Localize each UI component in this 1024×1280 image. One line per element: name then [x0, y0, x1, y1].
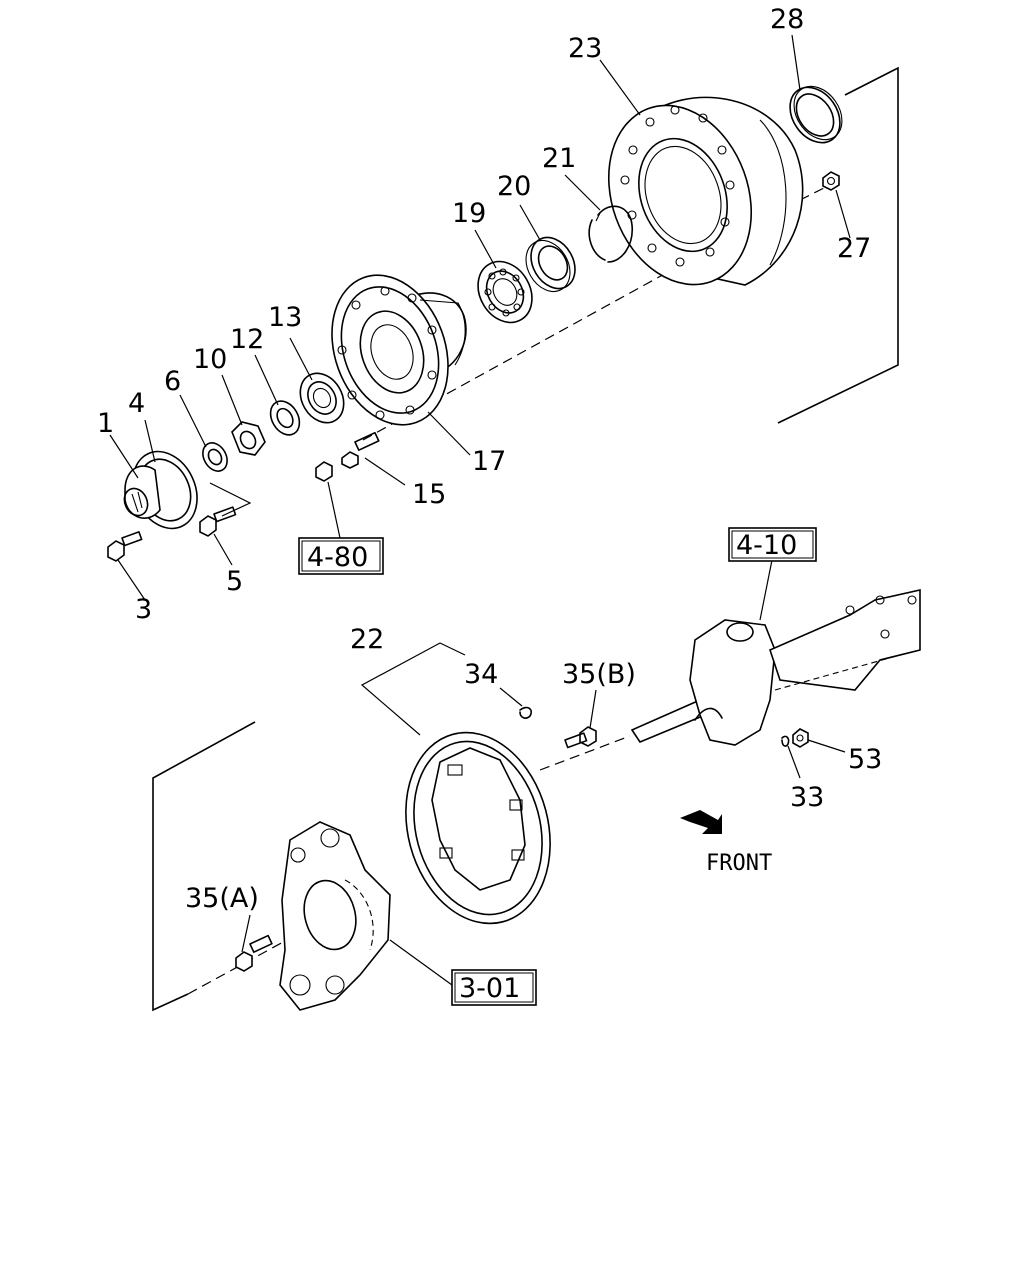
- lower-axis-line: [187, 735, 631, 995]
- inner-bearing: [299, 372, 345, 424]
- ref-label-4-10: 4-10: [736, 530, 797, 561]
- hub-bolt-nut: [315, 461, 333, 482]
- callout-28: 28: [770, 4, 804, 35]
- outer-seal-ring: [789, 85, 843, 144]
- clip: [519, 706, 533, 719]
- outer-bearing: [477, 260, 533, 324]
- callout-12: 12: [230, 324, 264, 355]
- callout-10: 10: [193, 344, 227, 375]
- bolt-35a: [235, 934, 273, 972]
- ref-box-4-10[interactable]: 4-10: [728, 527, 817, 562]
- callout-1: 1: [97, 408, 114, 439]
- backing-plate-bracket: [360, 642, 466, 736]
- callout-6: 6: [164, 366, 181, 397]
- callout-27: 27: [837, 233, 871, 264]
- hub-cap: [123, 450, 198, 530]
- hub-nut: [231, 421, 266, 456]
- ref-box-4-80[interactable]: 4-80: [298, 537, 384, 575]
- knuckle-washer: [781, 735, 790, 747]
- callout-33: 33: [790, 782, 824, 813]
- washer: [269, 400, 301, 436]
- ref-box-3-01[interactable]: 3-01: [451, 969, 537, 1006]
- knuckle-nut: [792, 728, 809, 748]
- callout-53: 53: [848, 744, 882, 775]
- callout-20: 20: [497, 171, 531, 202]
- anchor-bracket: [279, 821, 391, 1011]
- callout-34: 34: [464, 659, 498, 690]
- washer-bracket: [209, 482, 252, 517]
- leader-lines: [109, 34, 851, 986]
- bearing-cup: [525, 236, 576, 292]
- brake-backing-plate: [405, 731, 551, 925]
- callout-22: 22: [350, 624, 384, 655]
- cap-bolt-3: [107, 531, 143, 562]
- wheel-hub: [331, 274, 467, 426]
- ref-label-3-01: 3-01: [459, 973, 520, 1004]
- front-arrow: [680, 810, 722, 834]
- bolt-35b: [564, 726, 597, 749]
- callout-35a: 35(A): [185, 883, 259, 914]
- callout-5: 5: [226, 566, 243, 597]
- callout-15: 15: [412, 479, 446, 510]
- lock-washer: [202, 442, 228, 472]
- cap-bolt-5: [199, 506, 237, 537]
- lower-group-bracket: [152, 721, 256, 1012]
- upper-group-bracket: [777, 66, 899, 424]
- callout-3: 3: [135, 594, 152, 625]
- brake-drum: [607, 96, 804, 286]
- callout-17: 17: [472, 446, 506, 477]
- callout-13: 13: [268, 302, 302, 333]
- snap-ring: [588, 205, 633, 263]
- callout-4: 4: [128, 388, 145, 419]
- drum-nut: [822, 171, 840, 191]
- steering-knuckle: [630, 589, 921, 746]
- hub-bolt: [341, 431, 380, 469]
- callout-19: 19: [452, 198, 486, 229]
- ref-label-4-80: 4-80: [307, 542, 368, 573]
- callout-21: 21: [542, 143, 576, 174]
- callout-23: 23: [568, 33, 602, 64]
- callout-35b: 35(B): [562, 659, 636, 690]
- front-label: FRONT: [706, 851, 772, 876]
